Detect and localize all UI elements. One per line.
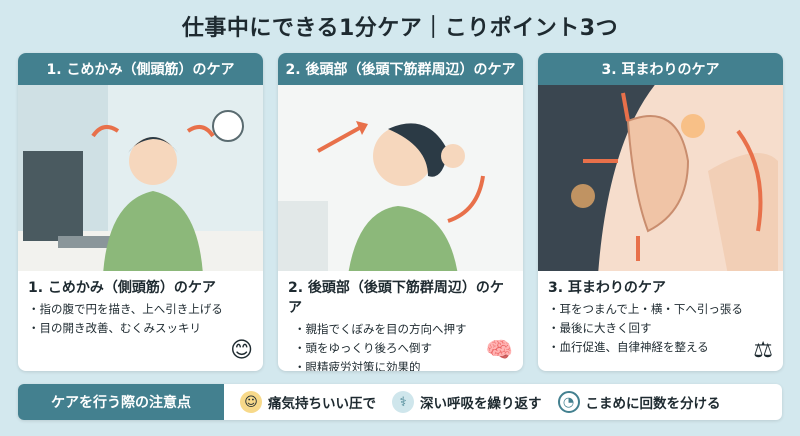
card-ear-care: 3. 耳まわりのケア 3. 耳まわりのケア 耳をつまんで上・横・下へ引っ張る 最…	[538, 53, 783, 371]
care-point: 親指でくぼみを目の方向へ押す	[294, 320, 513, 339]
ear-massage-illustration	[538, 85, 783, 271]
smile-icon: ☺	[240, 391, 262, 413]
page-title: 仕事中にできる1分ケア｜こりポイント3つ	[181, 16, 619, 41]
precautions-bar: ケアを行う際の注意点 ☺ 痛気持ちいい圧で ⚕ 深い呼吸を繰り返す ◔ こまめに…	[18, 384, 782, 420]
card-header: 2. 後頭部（後頭下筋群周辺）のケア	[278, 53, 523, 85]
card-temple-care: 1. こめかみ（側頭筋）のケア 1. こめかみ（側頭筋）のケア 指の腹で円を描き…	[18, 53, 263, 371]
precaution-item: ◔ こまめに回数を分ける	[557, 391, 721, 413]
smiling-face-icon: 😊	[230, 338, 253, 363]
precaution-text: 痛気持ちいい圧で	[268, 396, 376, 412]
balance-scale-icon: ⚖	[753, 338, 773, 363]
precautions-label: ケアを行う際の注意点	[18, 384, 224, 420]
temple-massage-illustration	[18, 85, 263, 271]
card-back-of-head-care: 2. 後頭部（後頭下筋群周辺）のケア 2. 後頭部（後頭下筋群周辺）のケア 親指…	[278, 53, 523, 371]
brain-icon: 🧠	[485, 338, 513, 363]
care-point: 眼精疲労対策に効果的	[294, 358, 513, 371]
care-point: 最後に大きく回す	[548, 319, 773, 338]
lungs-icon: ⚕	[392, 391, 414, 413]
care-point: 耳をつまんで上・横・下へ引っ張る	[548, 300, 773, 319]
precaution-item: ☺ 痛気持ちいい圧で	[240, 391, 376, 413]
precaution-text: こまめに回数を分ける	[585, 396, 721, 412]
clock-icon: ◔	[557, 391, 580, 413]
card-header: 1. こめかみ（側頭筋）のケア	[18, 53, 263, 85]
card-heading: 1. こめかみ（側頭筋）のケア	[28, 280, 216, 296]
care-point: 血行促進、自律神経を整える	[548, 338, 773, 357]
care-point: 頭をゆっくり後ろへ倒す	[294, 339, 513, 358]
card-heading: 3. 耳まわりのケア	[548, 280, 666, 296]
care-point: 目の開き改善、むくみスッキリ	[28, 319, 253, 338]
back-of-head-massage-illustration	[278, 85, 523, 271]
card-header: 3. 耳まわりのケア	[538, 53, 783, 85]
precaution-text: 深い呼吸を繰り返す	[420, 396, 542, 412]
precaution-item: ⚕ 深い呼吸を繰り返す	[392, 391, 542, 413]
care-point: 指の腹で円を描き、上へ引き上げる	[28, 300, 253, 319]
card-heading: 2. 後頭部（後頭下筋群周辺）のケア	[288, 280, 504, 316]
